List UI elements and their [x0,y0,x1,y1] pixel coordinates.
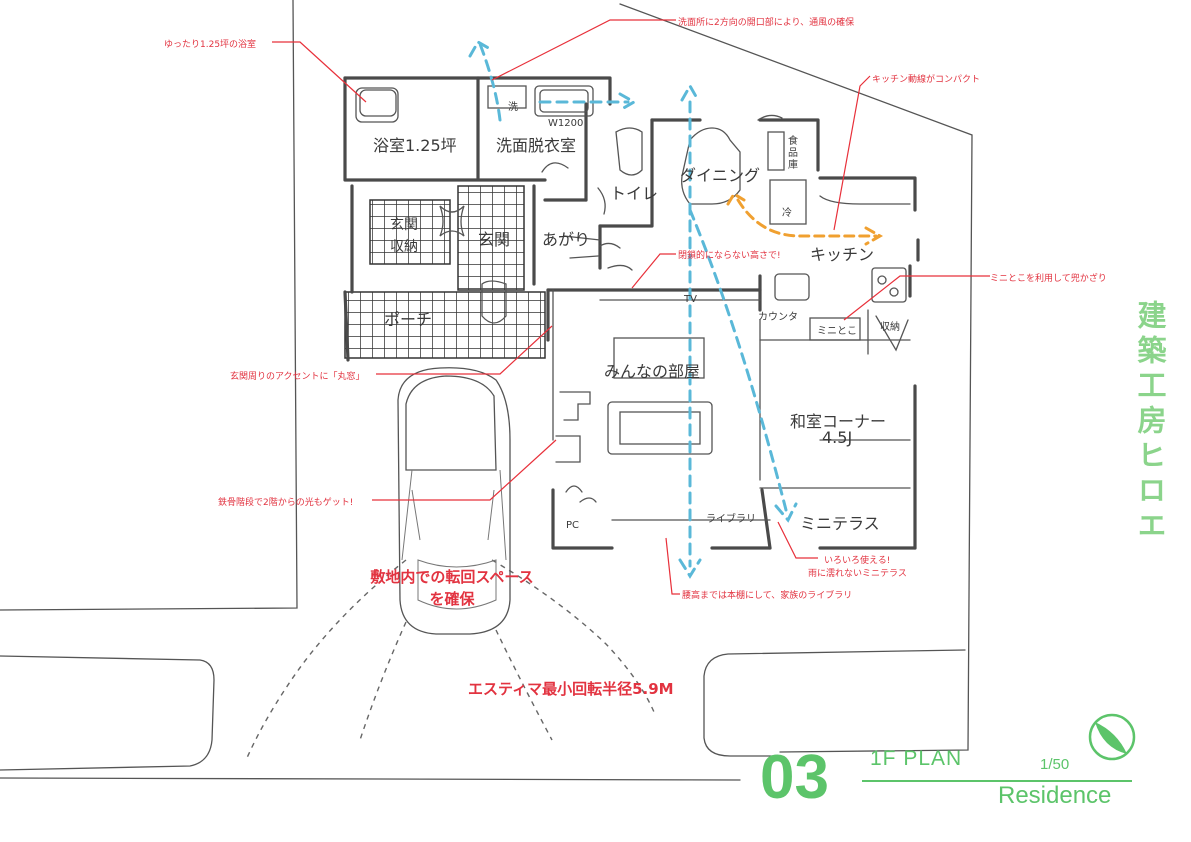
family-room-label: みんなの部屋 [604,362,701,381]
ventilation-annotation: 洗面所に2方向の開口部により、通風の確保 [678,18,855,28]
library-label: ライブラリ [706,514,756,525]
mini-terrace-label: ミニテラス [800,514,880,533]
type-label: Residence [998,782,1112,809]
bath-label: 浴室1.25坪 [373,136,457,155]
window-height-annotation: 閉鎖的にならない高さで! [678,251,781,261]
porch-label: ポーチ [384,310,433,329]
kitchen-flow-arrow [726,191,884,246]
site-boundary [0,0,973,781]
counter-label: カウンタ [758,312,798,323]
storage-label: 収納 [880,322,900,333]
sheet-number: 03 [760,743,829,812]
vanity-width-label: W1200 [548,118,584,129]
round-window-annotation: 玄関周りのアクセントに「丸窓」 [230,372,365,382]
tokoma-annotation: ミニとこを利用して兜かざり [990,274,1107,284]
entry-storage-label-2: 収納 [390,239,418,255]
agari-label: あがり [542,230,591,249]
stair-annotation: 鉄骨階段で2階からの光もゲット! [218,498,354,508]
kitchen-label: キッチン [810,245,875,264]
bath-annotation: ゆったり1.25坪の浴室 [164,40,257,50]
turning-arcs [245,559,655,761]
entry-storage-tile [369,199,451,265]
parking-outline [0,649,966,771]
car-outline [397,367,511,635]
entry-tile [457,185,525,291]
kitchen-annotation: キッチン動線がコンパクト [872,75,981,85]
pc-label: PC [566,520,580,531]
entry-label: 玄関 [478,230,511,249]
plan-label: 1F PLAN [870,747,963,770]
north-arrow-icon [1088,713,1136,761]
fixtures [355,85,911,503]
turning-space-line-1: 敷地内での転回スペース [370,568,534,586]
title-rule [862,780,1132,782]
mini-tokoma-label: ミニとこ [817,326,857,337]
entry-storage-label-1: 玄関 [390,217,418,233]
food-store-label-3: 庫 [788,160,798,171]
dressing-room-label: 洗面脱衣室 [496,136,577,155]
wash-mark-label: 洗 [508,102,518,113]
porch-tile [344,291,546,359]
terrace-annotation-1: いろいろ使える! [824,556,891,566]
food-store-label-1: 食 [788,136,798,147]
ventilation-flow-arrows [468,39,798,579]
fridge-label: 冷 [782,208,792,219]
tv-label: TV [684,294,697,305]
turning-radius-annotation: エスティマ最小回転半径5.9M [468,680,674,698]
brand-vertical-text: 建築工房ヒロエ [1133,300,1167,545]
washitsu-label: 和室コーナー [790,412,887,431]
terrace-annotation-2: 雨に濡れないミニテラス [808,569,907,579]
turning-space-annotation: 敷地内での転回スペース を確保 [352,566,552,610]
toilet-label: トイレ [610,184,659,203]
entry-motif [439,205,465,237]
washitsu-size-label: 4.5J [822,428,853,447]
annotation-leaders [272,19,990,595]
dining-label: ダイニング [680,166,761,185]
food-store-label-2: 品 [788,148,798,159]
turning-space-line-2: を確保 [429,590,475,608]
scale-label: 1/50 [1040,756,1070,773]
library-annotation: 腰高までは本棚にして、家族のライブラリ [682,591,853,601]
